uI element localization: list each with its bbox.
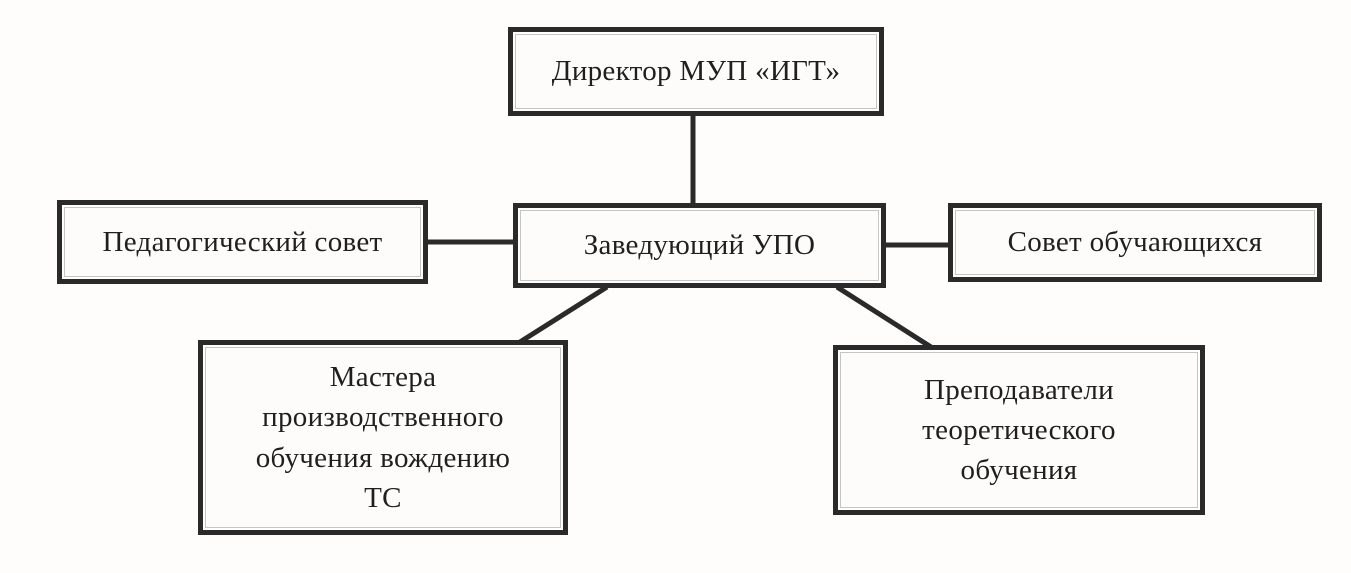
node-pedagogical-council: Педагогический совет [57,200,428,284]
connector-head-upo-theory-teachers [835,284,933,350]
node-driving-masters: Мастера производственного обучения вожде… [198,340,568,535]
node-head-upo: Заведующий УПО [513,203,886,288]
node-student-council: Совет обучающихся [948,203,1322,282]
node-director: Директор МУП «ИГТ» [508,27,884,116]
node-theory-teachers: Преподаватели теоретического обучения [833,345,1205,515]
connector-head-upo-driving-masters [518,284,609,345]
